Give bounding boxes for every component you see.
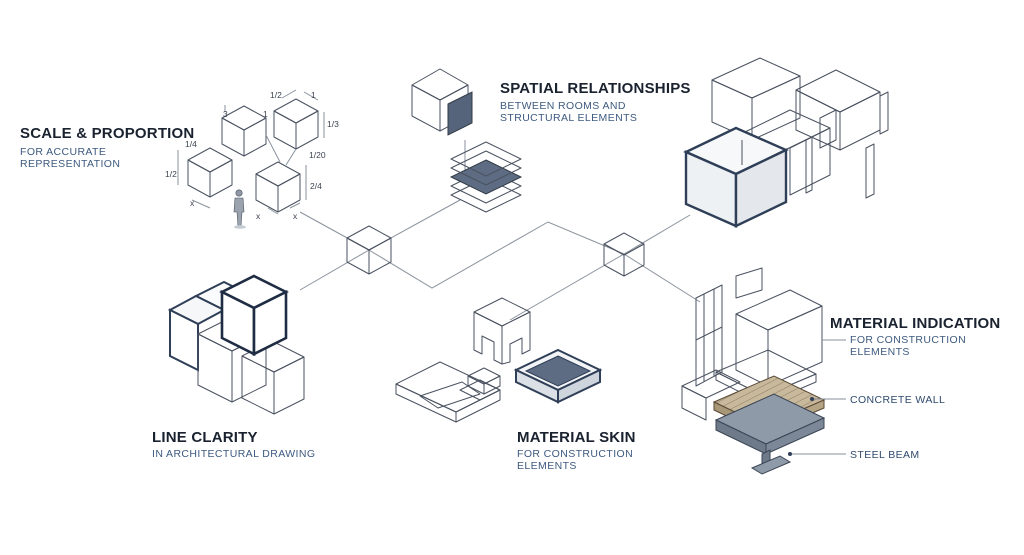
material-indication-subtitle-line1: FOR CONSTRUCTION (850, 334, 966, 346)
rooms-model-graphic (683, 57, 889, 228)
dim-label: 1 (263, 109, 268, 119)
hub-cube-icon (603, 232, 645, 277)
callout-lines (788, 339, 846, 456)
dim-label: 1 (311, 90, 316, 100)
scale-subtitle-line2: REPRESENTATION (20, 158, 120, 170)
line-clarity-title: LINE CLARITY (152, 429, 258, 446)
scale-title: SCALE & PROPORTION (20, 125, 194, 142)
spatial-cube-graphic (411, 68, 473, 136)
material-skin-graphic (395, 297, 603, 423)
dim-label: 2/4 (310, 181, 322, 191)
dim-label: 1/20 (309, 150, 326, 160)
human-figure-icon (233, 189, 246, 229)
dim-label: x (256, 211, 261, 221)
dim-label: 3 (223, 109, 228, 119)
scale-proportion-graphic (177, 89, 325, 215)
dim-label: 1/4 (185, 139, 197, 149)
material-skin-title: MATERIAL SKIN (517, 429, 636, 446)
dim-label: x (190, 198, 195, 208)
dim-label: x (293, 211, 298, 221)
material-indication-title: MATERIAL INDICATION (830, 315, 1000, 332)
line-clarity-graphic (167, 274, 305, 415)
spatial-title: SPATIAL RELATIONSHIPS (500, 80, 691, 97)
spatial-layer-stack (449, 141, 523, 213)
line-clarity-subtitle: IN ARCHITECTURAL DRAWING (152, 448, 315, 460)
dim-label: 1/2 (270, 90, 282, 100)
dim-label: 1/3 (327, 119, 339, 129)
scale-subtitle-line1: FOR ACCURATE (20, 146, 106, 158)
spatial-subtitle-line1: BETWEEN ROOMS AND (500, 100, 626, 112)
material-indication-subtitle-line2: ELEMENTS (850, 346, 910, 358)
material-skin-subtitle-line1: FOR CONSTRUCTION (517, 448, 633, 460)
material-skin-subtitle-line2: ELEMENTS (517, 460, 577, 472)
dim-label: 1/2 (165, 169, 177, 179)
callout-concrete-wall: CONCRETE WALL (850, 394, 945, 406)
spatial-subtitle-line2: STRUCTURAL ELEMENTS (500, 112, 637, 124)
material-indication-graphic (681, 267, 826, 475)
hub-cube-icon (346, 225, 392, 275)
callout-steel-beam: STEEL BEAM (850, 449, 920, 461)
